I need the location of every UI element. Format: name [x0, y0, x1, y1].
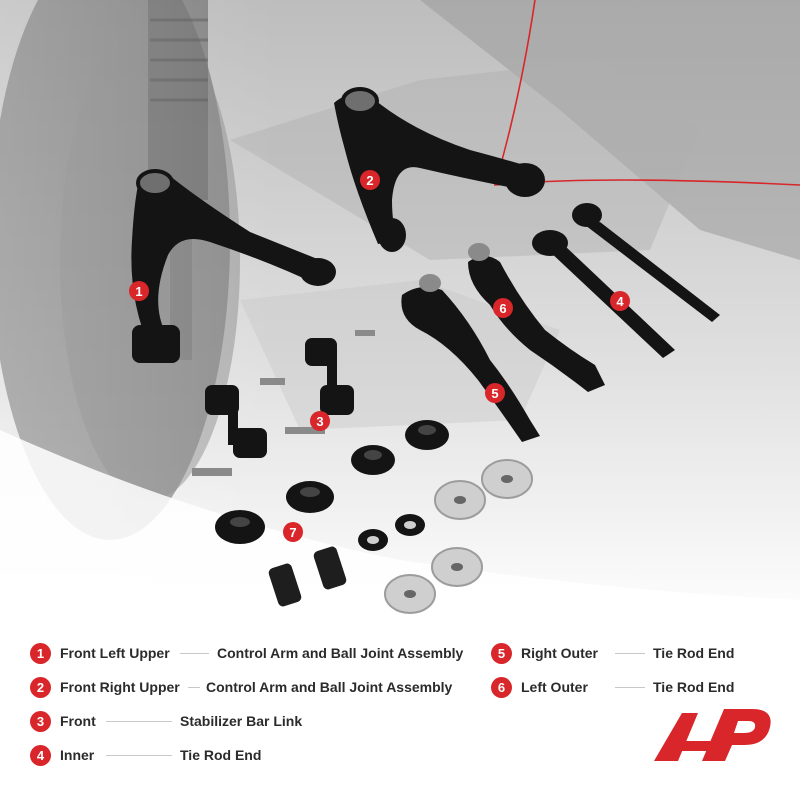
photo-marker-6: 6 [493, 298, 513, 318]
photo-marker-7: 7 [283, 522, 303, 542]
photo-marker-5: 5 [485, 383, 505, 403]
photo-marker-3: 3 [310, 411, 330, 431]
part-7-bushings [215, 420, 533, 614]
legend-row-4: 4 Inner Tie Rod End [30, 743, 261, 767]
legend-label-1: Front Left Upper [60, 645, 170, 661]
legend-row-5: 5 Right Outer Tie Rod End [491, 641, 734, 665]
legend-desc-2: Control Arm and Ball Joint Assembly [206, 679, 453, 695]
photo-marker-4: 4 [610, 291, 630, 311]
svg-text:6: 6 [499, 301, 506, 316]
legend-label-2: Front Right Upper [60, 679, 180, 695]
part-1-control-arm [131, 169, 336, 363]
legend-label-4: Inner [60, 747, 95, 763]
product-photo: 1 2 3 4 5 6 7 [0, 0, 800, 630]
background-chassis [0, 0, 800, 630]
legend-badge-4: 4 [30, 744, 51, 766]
legend-divider [180, 652, 209, 654]
legend-badge-5: 5 [491, 642, 512, 664]
legend-label-6: Left Outer [521, 679, 588, 695]
photo-marker-2: 2 [360, 170, 380, 190]
legend-desc-1: Control Arm and Ball Joint Assembly [217, 645, 464, 661]
photo-marker-1: 1 [129, 281, 149, 301]
legend-desc-3: Stabilizer Bar Link [180, 713, 303, 729]
legend-row-1: 1 Front Left Upper Control Arm and Ball … [30, 641, 463, 665]
brand-logo-icon [654, 709, 771, 761]
parts-legend: 1 Front Left Upper Control Arm and Ball … [0, 630, 800, 800]
svg-text:4: 4 [616, 294, 624, 309]
svg-text:3: 3 [316, 414, 323, 429]
svg-text:5: 5 [491, 386, 498, 401]
legend-badge-3: 3 [30, 710, 51, 732]
svg-text:7: 7 [289, 525, 296, 540]
legend-divider [106, 754, 172, 756]
legend-badge-6: 6 [491, 676, 512, 698]
legend-divider [615, 652, 645, 654]
part-3-stabilizer-links [192, 330, 375, 476]
part-2-control-arm [334, 87, 545, 252]
legend-row-6: 6 Left Outer Tie Rod End [491, 675, 734, 699]
legend-badge-2: 2 [30, 676, 51, 698]
legend-divider [188, 686, 200, 688]
svg-text:2: 2 [366, 173, 373, 188]
part-6-outer-tie-rod [468, 243, 605, 392]
legend-badge-1: 1 [30, 642, 51, 664]
legend-desc-5: Tie Rod End [653, 645, 735, 661]
legend-divider [615, 686, 645, 688]
legend-label-3: Front [60, 713, 96, 729]
legend-desc-4: Tie Rod End [180, 747, 262, 763]
legend-row-2: 2 Front Right Upper Control Arm and Ball… [30, 675, 452, 699]
legend-divider [106, 720, 172, 722]
legend-row-3: 3 Front Stabilizer Bar Link [30, 709, 302, 733]
legend-desc-6: Tie Rod End [653, 679, 735, 695]
part-5-outer-tie-rod [401, 274, 540, 442]
svg-text:1: 1 [135, 284, 142, 299]
legend-label-5: Right Outer [521, 645, 598, 661]
